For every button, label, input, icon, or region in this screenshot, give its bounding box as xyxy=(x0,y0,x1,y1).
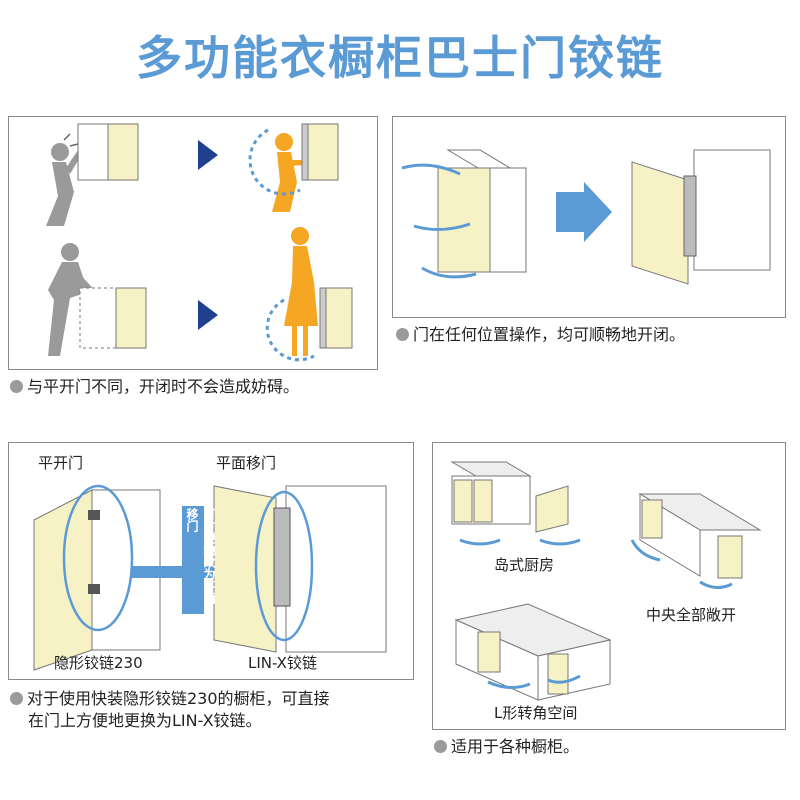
convert-banner xyxy=(182,506,204,614)
panel1-caption-text: 与平开门不同，开闭时不会造成妨碍。 xyxy=(27,377,300,396)
center-door-right xyxy=(717,535,743,579)
open-door-bottom xyxy=(79,287,117,349)
motion-arrow-2 xyxy=(413,222,471,231)
l-motion-arrow-2 xyxy=(547,674,581,684)
arrow-right-bottom xyxy=(198,300,218,330)
panel1-caption: 与平开门不同，开闭时不会造成妨碍。 xyxy=(10,376,299,398)
open-door-top xyxy=(77,123,109,181)
cabinet-door-top xyxy=(107,123,139,181)
lin-x-hinge xyxy=(683,175,697,257)
panel3-caption: 对于使用快装隐形铰链230的橱柜，可直接 在门上方便地更换为LIN-X铰链。 xyxy=(10,688,330,732)
lin-x-mechanism xyxy=(273,507,291,607)
hinge-230-top xyxy=(88,510,100,520)
slid-door-top xyxy=(307,123,339,181)
motion-arrow-3 xyxy=(421,266,477,279)
label-center-open: 中央全部敞开 xyxy=(646,606,737,624)
island-door-2 xyxy=(473,479,493,523)
panel2-caption: 门在任何位置操作，均可顺畅地开闭。 xyxy=(396,324,685,346)
convert-banner-text: 可方便地改为平面移门 xyxy=(185,508,216,604)
orange-person-top xyxy=(272,133,304,212)
bullet-icon xyxy=(10,692,23,705)
island-top xyxy=(450,461,532,477)
label-hinge-230: 隐形铰链230 xyxy=(54,654,143,672)
panel3-caption-line2: 在门上方便地更换为LIN-X铰链。 xyxy=(28,711,262,730)
page-title: 多功能衣橱柜巴士门铰链 xyxy=(136,31,664,85)
clearance-arc-bottom xyxy=(265,298,315,362)
island-motion-arrow-1 xyxy=(459,538,501,546)
l-door-1 xyxy=(477,631,501,673)
bullet-icon xyxy=(396,328,409,341)
bullet-icon xyxy=(10,380,23,393)
arrow-right-top xyxy=(198,140,218,170)
impact-marks xyxy=(63,133,79,147)
cabinet-door-bottom xyxy=(115,287,147,349)
panel4-caption-text: 适用于各种橱柜。 xyxy=(451,737,580,756)
bullet-icon xyxy=(434,740,447,753)
center-door-left xyxy=(641,499,663,539)
slid-door-bottom xyxy=(325,287,353,349)
motion-arrow-1 xyxy=(401,163,461,176)
label-lin-x-hinge: LIN-X铰链 xyxy=(248,654,317,672)
l-door-2 xyxy=(547,653,569,695)
label-swing-door: 平开门 xyxy=(38,454,84,472)
hinge-highlight-left xyxy=(62,484,134,632)
label-flat-slide-door: 平面移门 xyxy=(216,454,277,472)
island-motion-arrow-2 xyxy=(539,538,581,546)
orange-person-bottom xyxy=(284,227,318,356)
center-motion-arrow-1 xyxy=(630,539,661,562)
convert-arrow-icon xyxy=(132,558,262,586)
panel4-caption: 适用于各种橱柜。 xyxy=(434,736,579,758)
island-door-3 xyxy=(535,485,569,533)
island-door-1 xyxy=(453,479,473,523)
hinge-highlight-right xyxy=(254,490,314,642)
cabinet-body-left xyxy=(489,167,527,273)
center-motion-arrow-2 xyxy=(699,580,733,589)
label-island-kitchen: 岛式厨房 xyxy=(494,556,555,574)
swing-door xyxy=(33,489,93,671)
label-l-corner: L形转角空间 xyxy=(494,704,578,722)
panel3-caption-line1: 对于使用快装隐形铰链230的橱柜，可直接 xyxy=(27,689,330,708)
panel2-caption-text: 门在任何位置操作，均可顺畅地开闭。 xyxy=(413,325,686,344)
slid-door-right xyxy=(631,161,689,285)
arrow-right-icon xyxy=(556,182,612,242)
l-motion-arrow-1 xyxy=(487,680,531,689)
hinge-230-bottom xyxy=(88,584,100,594)
